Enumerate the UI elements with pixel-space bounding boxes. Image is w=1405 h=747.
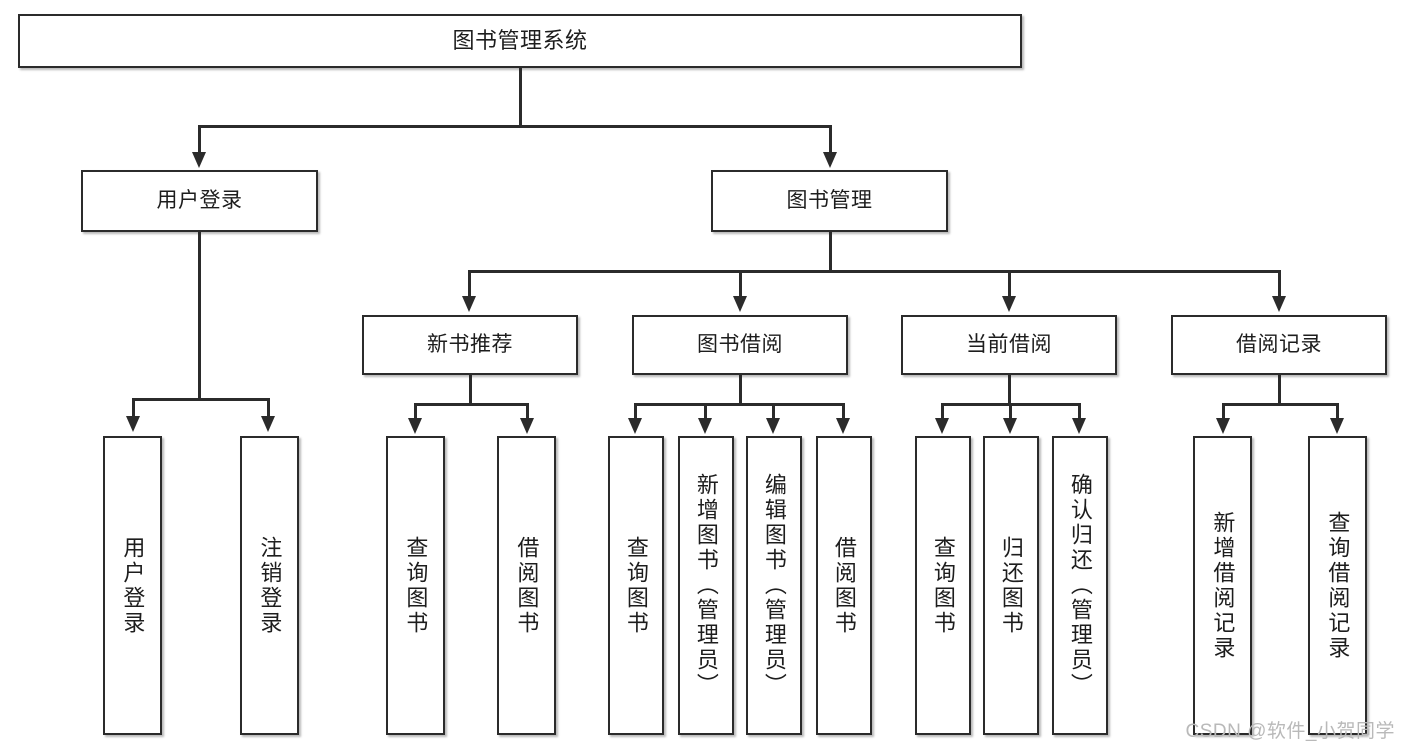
connector-level3-bus — [468, 270, 1280, 273]
connector-book-manage-stem — [829, 232, 832, 272]
leaf-current-borrow-return-book[interactable]: 归还图书 — [983, 436, 1039, 735]
node-label: 查询图书 — [403, 535, 429, 636]
leaf-new-book-query-book[interactable]: 查询图书 — [386, 436, 445, 735]
leaf-book-borrow-edit-book-admin[interactable]: 编辑图书（管理员） — [746, 436, 802, 735]
connector-br-leaf-2 — [1336, 403, 1339, 421]
arrowhead-cb-leaf-3 — [1072, 418, 1086, 434]
node-book-manage[interactable]: 图书管理 — [711, 170, 948, 232]
node-current-borrow[interactable]: 当前借阅 — [901, 315, 1117, 375]
connector-root-bus — [198, 125, 832, 128]
connector-bb-leaf-2 — [704, 403, 707, 421]
connector-to-current-borrow — [1008, 270, 1011, 298]
arrowhead-book-borrow — [733, 296, 747, 312]
connector-nbr-leaf-1 — [414, 403, 417, 421]
arrowhead-root-to-book-manage — [823, 152, 837, 168]
leaf-current-borrow-query-book[interactable]: 查询图书 — [915, 436, 971, 735]
node-user-login[interactable]: 用户登录 — [81, 170, 318, 232]
connector-user-login-stem — [198, 232, 201, 400]
node-label: 编辑图书（管理员） — [761, 473, 787, 698]
node-label: 用户登录 — [156, 188, 243, 212]
node-label: 新增图书（管理员） — [693, 473, 719, 698]
arrowhead-current-borrow — [1002, 296, 1016, 312]
node-root-system[interactable]: 图书管理系统 — [18, 14, 1022, 68]
node-label: 新增借阅记录 — [1210, 510, 1236, 661]
arrowhead-cb-leaf-2 — [1003, 418, 1017, 434]
connector-user-login-bus — [132, 398, 269, 401]
leaf-user-login-logout[interactable]: 注销登录 — [240, 436, 299, 735]
connector-nbr-leaf-2 — [526, 403, 529, 421]
connector-current-borrow-stem — [1008, 375, 1011, 405]
arrowhead-borrow-record — [1272, 296, 1286, 312]
node-borrow-record[interactable]: 借阅记录 — [1171, 315, 1387, 375]
arrowhead-bb-leaf-3 — [766, 418, 780, 434]
node-label: 确认归还（管理员） — [1067, 473, 1093, 698]
connector-cb-leaf-2 — [1009, 403, 1012, 421]
node-label: 图书借阅 — [697, 332, 783, 356]
leaf-current-borrow-confirm-return-admin[interactable]: 确认归还（管理员） — [1052, 436, 1108, 735]
connector-new-book-recommend-bus — [414, 403, 528, 406]
leaf-book-borrow-borrow-book[interactable]: 借阅图书 — [816, 436, 872, 735]
node-label: 归还图书 — [998, 535, 1024, 636]
node-label: 图书管理系统 — [452, 28, 588, 54]
connector-book-borrow-bus — [634, 403, 844, 406]
node-label: 借阅图书 — [831, 535, 857, 636]
connector-root-to-user-login — [198, 125, 201, 153]
node-label: 借阅记录 — [1236, 332, 1322, 356]
arrowhead-bb-leaf-2 — [698, 418, 712, 434]
arrowhead-new-book-recommend — [462, 296, 476, 312]
node-label: 新书推荐 — [427, 332, 513, 356]
connector-to-borrow-record — [1278, 270, 1281, 298]
arrowhead-br-leaf-2 — [1330, 418, 1344, 434]
connector-root-to-book-manage — [829, 125, 832, 153]
connector-new-book-recommend-stem — [469, 375, 472, 405]
node-label: 用户登录 — [120, 535, 146, 636]
leaf-book-borrow-add-book-admin[interactable]: 新增图书（管理员） — [678, 436, 734, 735]
node-label: 查询图书 — [930, 535, 956, 636]
connector-bb-leaf-3 — [772, 403, 775, 421]
arrowhead-bb-leaf-1 — [628, 418, 642, 434]
node-new-book-recommend[interactable]: 新书推荐 — [362, 315, 578, 375]
leaf-borrow-record-query-record[interactable]: 查询借阅记录 — [1308, 436, 1367, 735]
arrowhead-user-login-leaf-2 — [261, 416, 275, 432]
connector-borrow-record-stem — [1278, 375, 1281, 405]
connector-user-login-to-leaf-2 — [267, 398, 270, 419]
node-label: 查询借阅记录 — [1325, 510, 1351, 661]
leaf-user-login-login[interactable]: 用户登录 — [103, 436, 162, 735]
node-label: 借阅图书 — [514, 535, 540, 636]
arrowhead-root-to-user-login — [192, 152, 206, 168]
node-label: 图书管理 — [786, 188, 873, 212]
arrowhead-nbr-leaf-1 — [408, 418, 422, 434]
connector-bb-leaf-4 — [842, 403, 845, 421]
connector-borrow-record-bus — [1222, 403, 1338, 406]
arrowhead-user-login-leaf-1 — [126, 416, 140, 432]
connector-cb-leaf-3 — [1078, 403, 1081, 421]
arrowhead-br-leaf-1 — [1216, 418, 1230, 434]
leaf-borrow-record-add-record[interactable]: 新增借阅记录 — [1193, 436, 1252, 735]
node-label: 查询图书 — [623, 535, 649, 636]
arrowhead-nbr-leaf-2 — [520, 418, 534, 434]
leaf-book-borrow-query-book[interactable]: 查询图书 — [608, 436, 664, 735]
arrowhead-cb-leaf-1 — [935, 418, 949, 434]
connector-cb-leaf-1 — [941, 403, 944, 421]
connector-bb-leaf-1 — [634, 403, 637, 421]
node-book-borrow[interactable]: 图书借阅 — [632, 315, 848, 375]
connector-br-leaf-1 — [1222, 403, 1225, 421]
node-label: 注销登录 — [257, 535, 283, 636]
connector-root-stem — [519, 68, 522, 127]
arrowhead-bb-leaf-4 — [836, 418, 850, 434]
connector-to-new-book-recommend — [468, 270, 471, 298]
connector-user-login-to-leaf-1 — [132, 398, 135, 419]
node-label: 当前借阅 — [966, 332, 1052, 356]
connector-to-book-borrow — [739, 270, 742, 298]
connector-book-borrow-stem — [739, 375, 742, 405]
leaf-new-book-borrow-book[interactable]: 借阅图书 — [497, 436, 556, 735]
